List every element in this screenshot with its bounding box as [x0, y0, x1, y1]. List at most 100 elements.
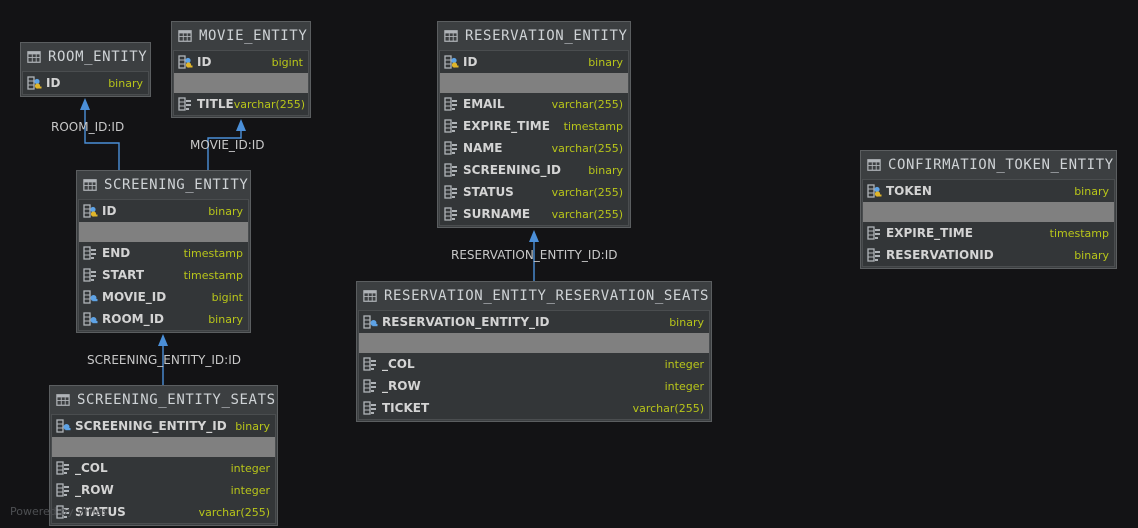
edge-movie-id-arrowhead — [236, 119, 246, 131]
column-icon — [362, 356, 378, 372]
column-name: _ROW — [382, 379, 421, 393]
column-type: bigint — [271, 55, 303, 69]
key-separator — [79, 222, 248, 242]
column-name: ID — [46, 76, 61, 90]
table-icon — [83, 178, 97, 192]
entity-header[interactable]: SCREENING_ENTITY — [77, 171, 250, 199]
table-icon — [444, 29, 458, 43]
edge-label-screening-entity-id: SCREENING_ENTITY_ID:ID — [87, 353, 241, 367]
entity-room[interactable]: ROOM_ENTITY ID binary — [20, 42, 151, 97]
entity-screening-seats[interactable]: SCREENING_ENTITY_SEATS SCREENING_ENTITY_I… — [49, 385, 278, 526]
column-icon — [55, 482, 71, 498]
edge-reservation-entity-id-arrowhead — [529, 230, 539, 242]
column-type: timestamp — [563, 119, 623, 133]
column-type: binary — [1074, 248, 1109, 262]
entity-header[interactable]: RESERVATION_ENTITY_RESERVATION_SEATS — [357, 282, 711, 310]
column-row-reservation-entity-id[interactable]: RESERVATION_ENTITY_ID binary — [359, 311, 709, 333]
pk-fk-icon — [443, 54, 459, 70]
column-name: STATUS — [463, 185, 514, 199]
table-icon — [56, 393, 70, 407]
column-name: _ROW — [75, 483, 114, 497]
column-name: TOKEN — [886, 184, 932, 198]
edge-room-id[interactable] — [84, 110, 120, 170]
key-separator — [440, 73, 628, 93]
entity-header[interactable]: ROOM_ENTITY — [21, 43, 150, 71]
entity-header[interactable]: CONFIRMATION_TOKEN_ENTITY — [861, 151, 1116, 179]
column-type: binary — [235, 419, 270, 433]
table-icon — [867, 158, 881, 172]
column-type: varchar(255) — [551, 207, 623, 221]
column-type: binary — [208, 312, 243, 326]
pk-fk-icon — [82, 203, 98, 219]
table-icon — [27, 50, 41, 64]
column-type: bigint — [211, 290, 243, 304]
watermark: Powered by yFiles — [10, 505, 108, 518]
column-type: binary — [108, 76, 143, 90]
column-row-row[interactable]: _ROW integer — [52, 479, 275, 501]
entity-header[interactable]: SCREENING_ENTITY_SEATS — [50, 386, 277, 414]
column-icon — [443, 184, 459, 200]
column-icon — [866, 225, 882, 241]
key-separator — [174, 73, 308, 93]
column-name: TITLE — [197, 97, 234, 111]
table-icon — [363, 289, 377, 303]
column-type: timestamp — [183, 268, 243, 282]
key-separator — [359, 333, 709, 353]
column-icon — [443, 140, 459, 156]
pk-fk-icon — [866, 183, 882, 199]
column-type: varchar(255) — [198, 505, 270, 519]
entity-title: SCREENING_ENTITY — [104, 177, 249, 193]
column-icon — [362, 378, 378, 394]
column-row-id[interactable]: ID binary — [23, 72, 148, 94]
entity-title: RESERVATION_ENTITY — [465, 28, 628, 44]
column-type: binary — [669, 315, 704, 329]
column-type: varchar(255) — [632, 401, 704, 415]
column-icon — [362, 400, 378, 416]
entity-header[interactable]: MOVIE_ENTITY — [172, 22, 310, 50]
column-type: timestamp — [1049, 226, 1109, 240]
edge-movie-id[interactable] — [207, 131, 242, 170]
column-type: integer — [230, 483, 270, 497]
column-name: ID — [102, 204, 117, 218]
column-name: RESERVATION_ENTITY_ID — [382, 315, 550, 329]
entity-title: SCREENING_ENTITY_SEATS — [77, 392, 276, 408]
column-icon — [177, 96, 193, 112]
column-name: END — [102, 246, 131, 260]
pk-fk-icon — [177, 54, 193, 70]
column-type: integer — [664, 357, 704, 371]
edge-screening-entity-id-arrowhead — [158, 334, 168, 346]
entity-header[interactable]: RESERVATION_ENTITY — [438, 22, 630, 50]
edge-label-room-id: ROOM_ID:ID — [51, 120, 125, 134]
